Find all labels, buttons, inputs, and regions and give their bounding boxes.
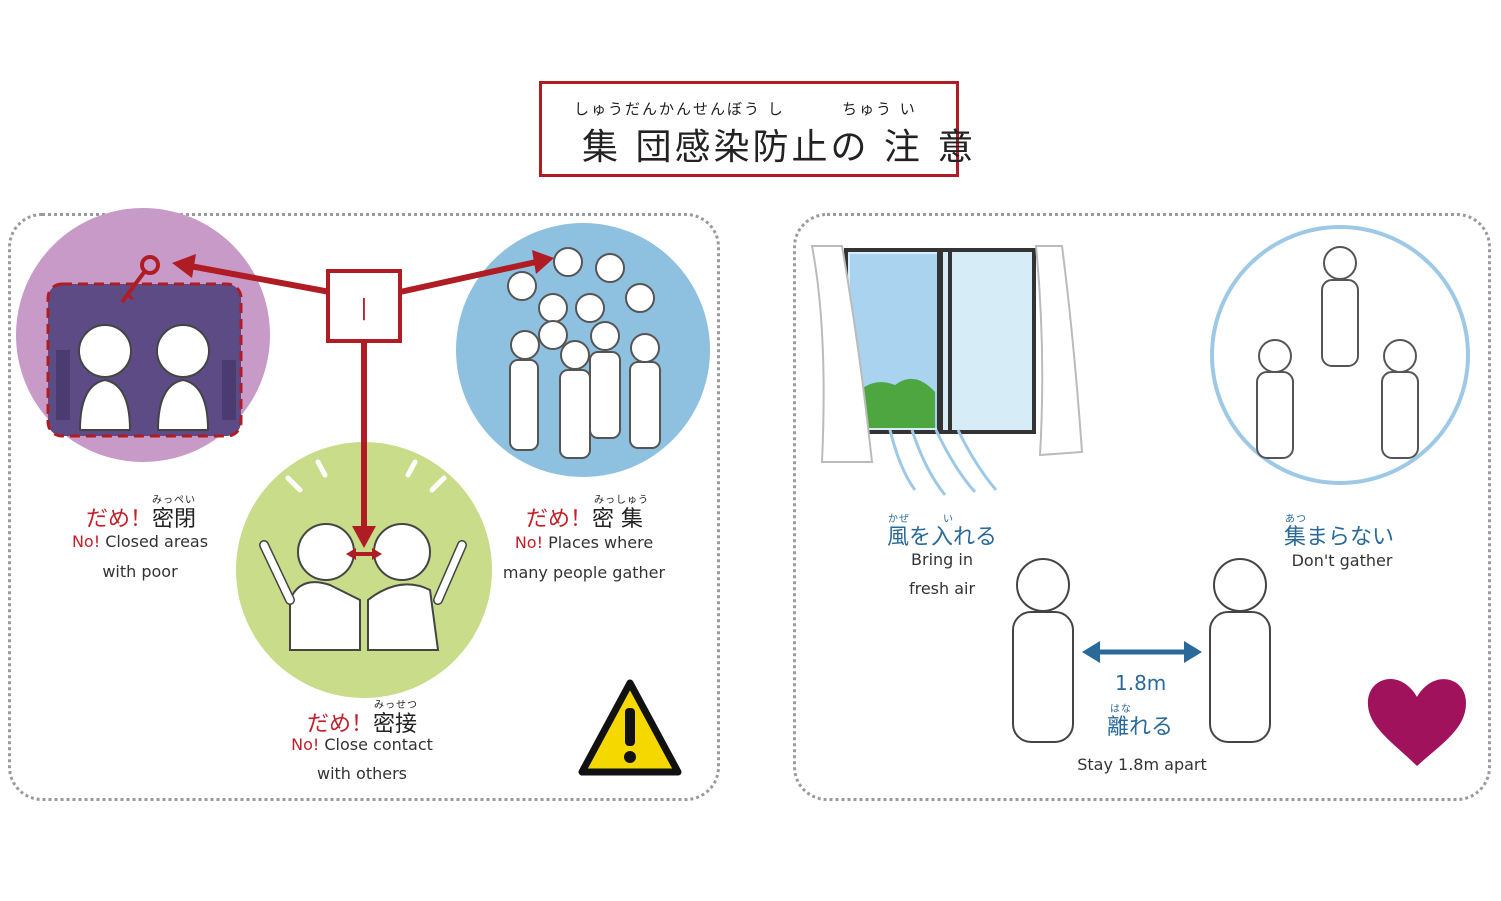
key-icon bbox=[120, 255, 160, 304]
title-box: しゅうだんかんせんぼう し ちゅう い 集 団感染防止の 注 意 bbox=[539, 81, 973, 177]
title-furigana-right: ちゅう い bbox=[842, 100, 917, 118]
air-heading: 風を入れる bbox=[887, 525, 998, 550]
closed-line2: with poor bbox=[102, 562, 178, 581]
distance-value: 1.8m bbox=[1115, 671, 1167, 695]
heart-icon bbox=[1367, 678, 1466, 766]
gather-ruby: あつ bbox=[1285, 514, 1307, 525]
right-panel bbox=[793, 213, 1491, 801]
gather-heading: 集まらない bbox=[1284, 525, 1395, 550]
distance-ruby: はな bbox=[1110, 704, 1132, 715]
contact-line1: No! Close contact bbox=[291, 735, 433, 754]
center-box-label: | bbox=[360, 296, 368, 321]
close-contact-illustration bbox=[236, 442, 492, 698]
crowded-line1: No! Places where bbox=[514, 533, 654, 552]
crowded-ruby: みっしゅう bbox=[594, 495, 649, 506]
gather-line1: Don't gather bbox=[1291, 551, 1393, 570]
crowded-line2: many people gather bbox=[502, 563, 666, 582]
dont-gather-illustration bbox=[1210, 225, 1470, 485]
air-ruby: かぜ い bbox=[888, 514, 954, 525]
closed-line1: No! Closed areas bbox=[71, 532, 209, 551]
title-furigana-left: しゅうだんかんせんぼう し bbox=[574, 100, 785, 118]
left-panel bbox=[8, 213, 720, 801]
page-title: 集 団感染防止の 注 意 bbox=[582, 127, 977, 168]
contact-ruby: みっせつ bbox=[374, 700, 418, 711]
closed-ruby: みっぺい bbox=[152, 495, 196, 506]
arrow-icon bbox=[172, 250, 554, 560]
contact-heading: だめ！密接 bbox=[307, 712, 418, 737]
distance-line1: Stay 1.8m apart bbox=[1077, 755, 1207, 774]
distance-heading: 離れる bbox=[1107, 715, 1174, 740]
distance-illustration bbox=[1012, 558, 1271, 743]
warning-icon bbox=[578, 679, 682, 776]
crowded-illustration bbox=[456, 223, 710, 477]
crowded-heading: だめ！密 集 bbox=[526, 507, 644, 532]
air-line1: Bring in bbox=[911, 550, 973, 569]
contact-line2: with others bbox=[317, 764, 407, 783]
distance-arrow-icon bbox=[1082, 641, 1202, 663]
window-icon bbox=[810, 245, 1084, 496]
air-line2: fresh air bbox=[908, 579, 976, 598]
closed-heading: だめ！密閉 bbox=[86, 507, 197, 532]
